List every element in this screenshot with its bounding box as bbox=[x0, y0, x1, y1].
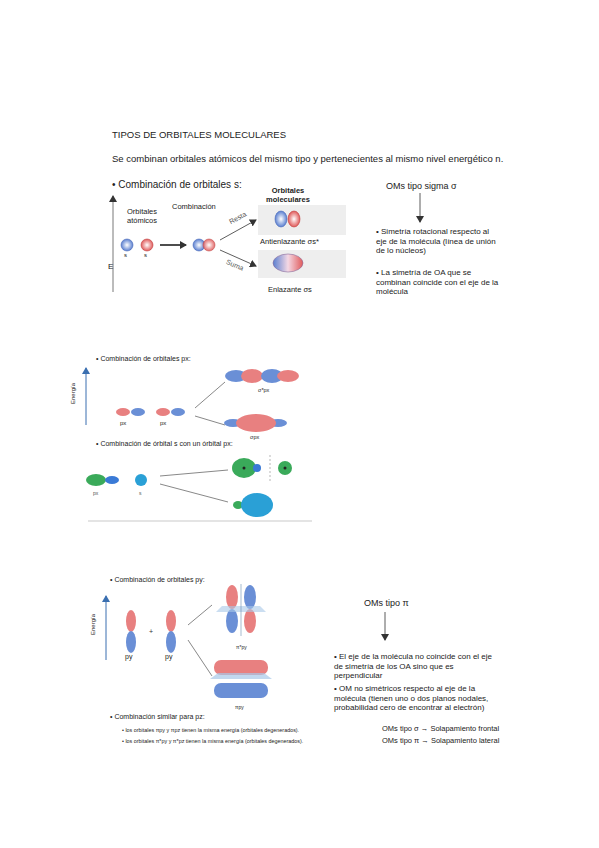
axis-caption: Combinación bbox=[172, 202, 232, 211]
orbital-label: πpy bbox=[235, 704, 244, 710]
section-heading: • Combinación de órbital s con un órbita… bbox=[96, 440, 316, 448]
orbital-label: py bbox=[165, 653, 172, 661]
section-heading: • Combinación similar para pz: bbox=[110, 713, 330, 721]
orbital-label: π*py bbox=[236, 644, 247, 650]
axis-caption: Orbitales atómicos bbox=[118, 207, 166, 225]
bullet-note: • los orbitales π*py y π*pz tienen la mi… bbox=[122, 738, 362, 744]
section-heading: • Combinación de orbitales px: bbox=[96, 355, 296, 363]
intro-text: Se combinan orbitales atómicos del mismo… bbox=[112, 153, 592, 164]
bullet-note: • los orbitales πpy y πpz tienen la mism… bbox=[122, 727, 362, 733]
orbital-label: px bbox=[120, 420, 126, 427]
orbital-label: σ*px bbox=[258, 387, 269, 394]
note-heading: OMs tipo π bbox=[364, 598, 464, 609]
note-line: OMs tipo π → Solapamiento lateral bbox=[382, 736, 562, 745]
bullet-note: • El eje de la molécula no coincide con … bbox=[334, 652, 494, 681]
orbital-label: px bbox=[93, 490, 98, 496]
s-combination-figure bbox=[113, 193, 420, 292]
bullet-note: • Simetría rotacional respecto al eje de… bbox=[376, 227, 501, 256]
note-heading: OMs tipo sigma σ bbox=[386, 181, 536, 192]
svg-text:+: + bbox=[149, 628, 153, 635]
arrow-label: Suma bbox=[225, 258, 245, 273]
orbital-label: Antienlazante σs* bbox=[260, 237, 350, 246]
py-combination-figure: + bbox=[106, 584, 385, 698]
arrow-label: Resta bbox=[228, 210, 248, 226]
orbital-label: Enlazante σs bbox=[268, 285, 348, 294]
orbital-label: s bbox=[124, 252, 127, 259]
axis-label: E bbox=[108, 262, 113, 272]
page-title: TIPOS DE ORBITALES MOLECULARES bbox=[112, 129, 512, 140]
axis-caption: Orbitales moleculares bbox=[258, 186, 318, 204]
axis-label: Energía bbox=[70, 382, 77, 403]
section-heading: • Combinación de orbitales py: bbox=[110, 576, 310, 584]
note-line: OMs tipo σ → Solapamiento frontal bbox=[382, 724, 562, 733]
orbital-label: s bbox=[139, 490, 142, 496]
orbital-label: s bbox=[144, 252, 147, 259]
axis-label: Energía bbox=[90, 613, 97, 634]
bullet-note: • La simetría de OA que se combinan coin… bbox=[376, 268, 501, 297]
section-heading: • Combinación de orbitales s: bbox=[112, 179, 342, 191]
bullet-note: • OM no simétricos respecto al eje de la… bbox=[334, 684, 494, 713]
orbital-label: py bbox=[125, 653, 132, 661]
orbital-label: σpx bbox=[250, 434, 259, 441]
orbital-label: px bbox=[160, 420, 166, 427]
